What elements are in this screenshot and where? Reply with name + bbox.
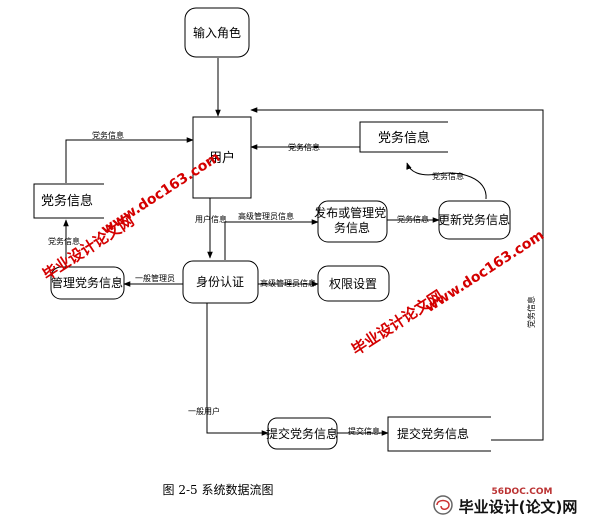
edge-submit-store-loop-to-user [250,107,544,441]
watermarks: 毕业设计论文网 www.doc163.com 毕业设计论文网 www.doc16… [39,149,547,359]
submit-store-label: 提交党务信息 [397,426,469,441]
publish-manage-label: 发布或管理党 务信息 [314,205,390,235]
edge-left-store-to-user [65,137,194,183]
edge-auth-to-publish [224,219,319,260]
label-submit-info: 提交信息 [348,426,380,436]
permission-setting-label: 权限设置 [329,277,377,291]
label-senior-admin-2: 高级管理员信息 [260,278,316,288]
label-party-info-loop: 党务信息 [526,296,536,328]
submit-process-node [267,417,338,450]
input-role-node [184,7,250,58]
edges [63,58,544,441]
logo-small-text: 56DOC.COM [492,487,553,497]
site-logo: 56DOC.COM 毕业设计(论文)网 [433,487,578,516]
user-label: 用户 [209,150,235,166]
logo-mark-swirl-icon [436,499,450,510]
publish-manage-label-line2: 务信息 [334,220,370,235]
label-senior-admin-1: 高级管理员信息 [238,211,294,221]
update-info-label: 更新党务信息 [438,212,510,227]
edge-auth-to-submit [206,303,269,436]
label-user-info: 用户信息 [195,214,227,224]
label-party-info-manage-left: 党务信息 [48,236,80,246]
manage-info-label: 管理党务信息 [51,275,123,290]
label-general-user: 一般用户 [188,406,220,416]
label-general-admin: 一般管理员 [135,273,175,283]
update-info-node [438,200,511,240]
permission-setting-node [317,265,390,302]
logo-mark-icon [433,495,453,515]
label-party-info-right-to-user: 党务信息 [288,142,320,152]
nodes: 输入角色 用户 党务信息 党务信息 发布或管理党 务信息 更新党务信息 管理党务… [33,7,511,452]
user-node [192,116,252,199]
party-info-store-left [33,183,104,219]
label-party-info-publish-update: 党务信息 [397,214,429,224]
input-role-label: 输入角色 [193,25,241,40]
logo-big-text: 毕业设计(论文)网 [459,498,578,516]
label-party-info-left-to-user: 党务信息 [92,130,124,140]
party-info-store-top-right [359,121,448,153]
label-party-info-update-curve: 党务信息 [432,171,464,181]
party-info-store-top-right-label: 党务信息 [378,130,430,146]
edge-update-to-right-store [406,162,487,200]
submit-store-node [387,416,491,452]
party-info-store-left-label: 党务信息 [41,193,93,209]
publish-manage-node [317,200,388,243]
publish-manage-label-line1: 发布或管理党 [314,205,386,220]
submit-process-label: 提交党务信息 [266,426,338,441]
identity-auth-label: 身份认证 [196,274,244,289]
manage-info-node [50,266,125,300]
edge-labels: 党务信息 党务信息 党务信息 用户信息 高级管理员信息 党务信息 党务信息 一般… [48,130,536,436]
identity-auth-node [182,260,259,304]
figure-caption: 图 2-5 系统数据流图 [163,482,274,497]
